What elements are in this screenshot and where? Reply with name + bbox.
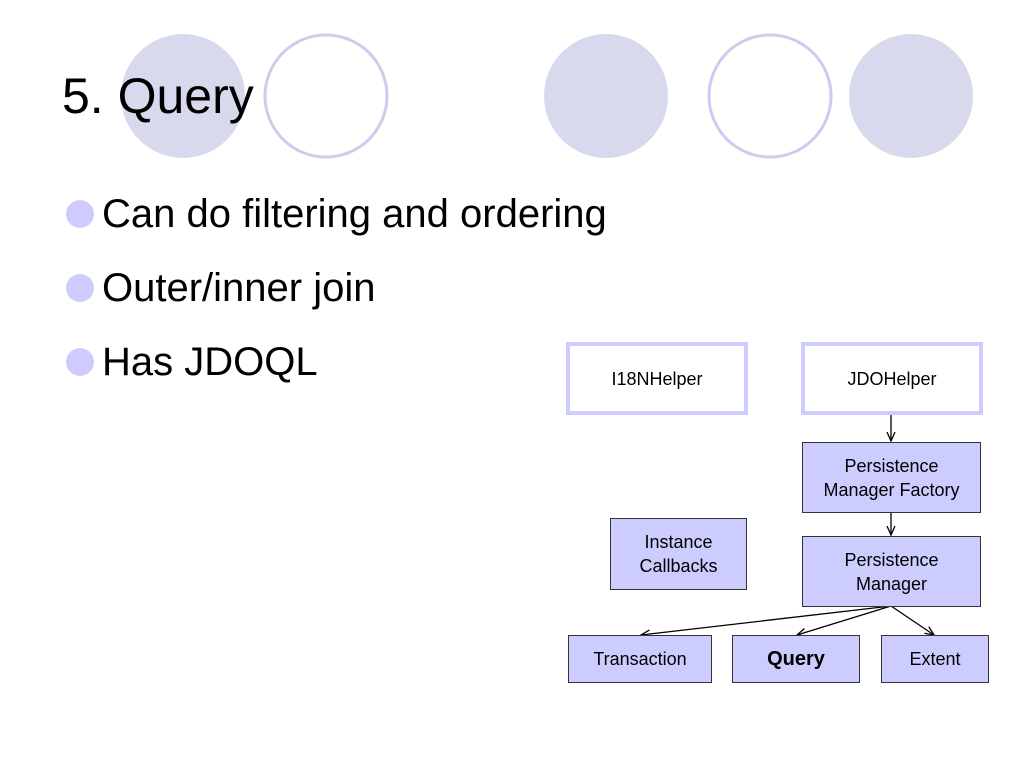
extent-box: Extent [881, 635, 989, 683]
decor-circle-outline-2 [707, 33, 833, 159]
bullet-text: Has JDOQL [102, 340, 318, 384]
pm-label-line2: Manager [855, 573, 928, 594]
persistence-manager-box: Persistence Manager [802, 536, 981, 607]
persistence-manager-factory-box: Persistence Manager Factory [802, 442, 981, 513]
arrow-pm-to-query [797, 605, 892, 635]
query-label: Query [767, 648, 825, 670]
instance-callbacks-label-line1: Instance [644, 532, 713, 552]
bullet-dot-icon [66, 348, 94, 376]
instance-callbacks-label-line2: Callbacks [639, 556, 718, 576]
extent-label: Extent [909, 649, 961, 669]
bullet-dot-icon [66, 200, 94, 228]
decor-circle-filled-1 [121, 34, 245, 158]
pmf-label-line2: Manager Factory [823, 479, 960, 500]
bullet-dot-icon [66, 274, 94, 302]
jdohelper-box: JDOHelper [801, 342, 983, 415]
jdohelper-label: JDOHelper [847, 368, 937, 389]
decor-circle-outline-1 [263, 33, 389, 159]
transaction-label: Transaction [593, 649, 687, 669]
decor-circle-filled-2 [544, 34, 668, 158]
instance-callbacks-box: Instance Callbacks [610, 518, 747, 590]
arrow-pm-to-extent [890, 605, 934, 635]
i18nhelper-label: I18NHelper [611, 368, 703, 389]
slide-title: 5. Query [62, 68, 254, 124]
transaction-box: Transaction [568, 635, 712, 683]
query-box: Query [732, 635, 860, 683]
decor-circle-filled-3 [849, 34, 973, 158]
decorative-circles [121, 33, 973, 159]
pmf-label-line1: Persistence [844, 455, 939, 476]
i18nhelper-box: I18NHelper [566, 342, 748, 415]
pm-label-line1: Persistence [844, 549, 939, 570]
arrow-pm-to-transaction [641, 605, 892, 635]
bullet-text: Outer/inner join [102, 266, 376, 310]
bullet-text: Can do filtering and ordering [102, 192, 607, 236]
